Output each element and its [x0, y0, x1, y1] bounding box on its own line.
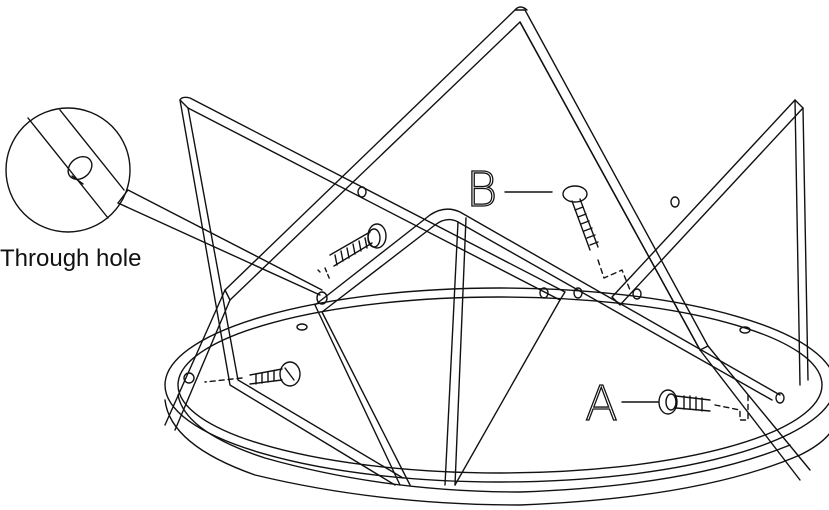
screw-b-label: B	[466, 162, 497, 218]
screw-a	[658, 389, 749, 421]
leg-frame-back	[164, 6, 811, 481]
leg-frame-front	[314, 208, 781, 486]
screw-upper-left	[317, 223, 387, 281]
leg-frame-left	[179, 96, 566, 486]
table-top-ring	[164, 287, 829, 506]
screw-a-label: A	[585, 376, 618, 432]
screw-lower-left	[204, 361, 301, 387]
through-hole-label: Through hole	[0, 245, 141, 272]
screw-b	[562, 185, 631, 291]
tube-holes	[183, 186, 785, 404]
magnifier-callout	[5, 107, 323, 296]
leg-frame-right	[611, 99, 809, 386]
